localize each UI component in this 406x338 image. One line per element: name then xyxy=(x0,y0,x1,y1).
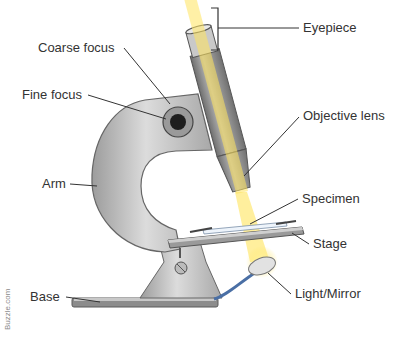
leader-line xyxy=(218,28,299,29)
fine-focus-knob xyxy=(170,114,186,130)
specimen-slide xyxy=(203,222,287,234)
part-label: Coarse focus xyxy=(38,40,115,56)
light-beam xyxy=(183,0,248,194)
part-label: Specimen xyxy=(302,191,360,207)
leader-line xyxy=(66,297,100,302)
base-plate xyxy=(72,298,218,307)
stage-support xyxy=(179,248,181,258)
part-label: Objective lens xyxy=(303,108,385,124)
watermark: Buzzle.com xyxy=(3,289,13,330)
part-label: Light/Mirror xyxy=(295,286,361,302)
eyepiece-bracket xyxy=(211,8,218,50)
pivot-screw xyxy=(175,262,187,274)
stage-clip xyxy=(190,228,212,232)
screw-slot xyxy=(177,264,185,272)
leader-line xyxy=(124,48,170,104)
part-label: Base xyxy=(30,289,60,305)
light-mirror xyxy=(246,254,278,279)
part-label: Fine focus xyxy=(22,87,82,103)
part-label: Stage xyxy=(313,236,347,252)
leader-line xyxy=(244,117,299,176)
lamp-cable xyxy=(214,272,256,299)
optical-tube xyxy=(174,0,257,196)
leader-line xyxy=(292,233,309,244)
arm-body xyxy=(92,94,212,252)
coarse-focus-knob xyxy=(163,107,193,137)
leader-line xyxy=(268,273,291,294)
leader-line xyxy=(70,184,97,186)
part-label: Arm xyxy=(42,176,66,192)
stage-clip xyxy=(276,221,296,224)
leader-lines xyxy=(66,28,309,302)
part-label: Eyepiece xyxy=(303,20,356,36)
leader-line xyxy=(88,95,166,119)
leader-line xyxy=(250,199,298,224)
lamp-glow xyxy=(246,246,278,278)
